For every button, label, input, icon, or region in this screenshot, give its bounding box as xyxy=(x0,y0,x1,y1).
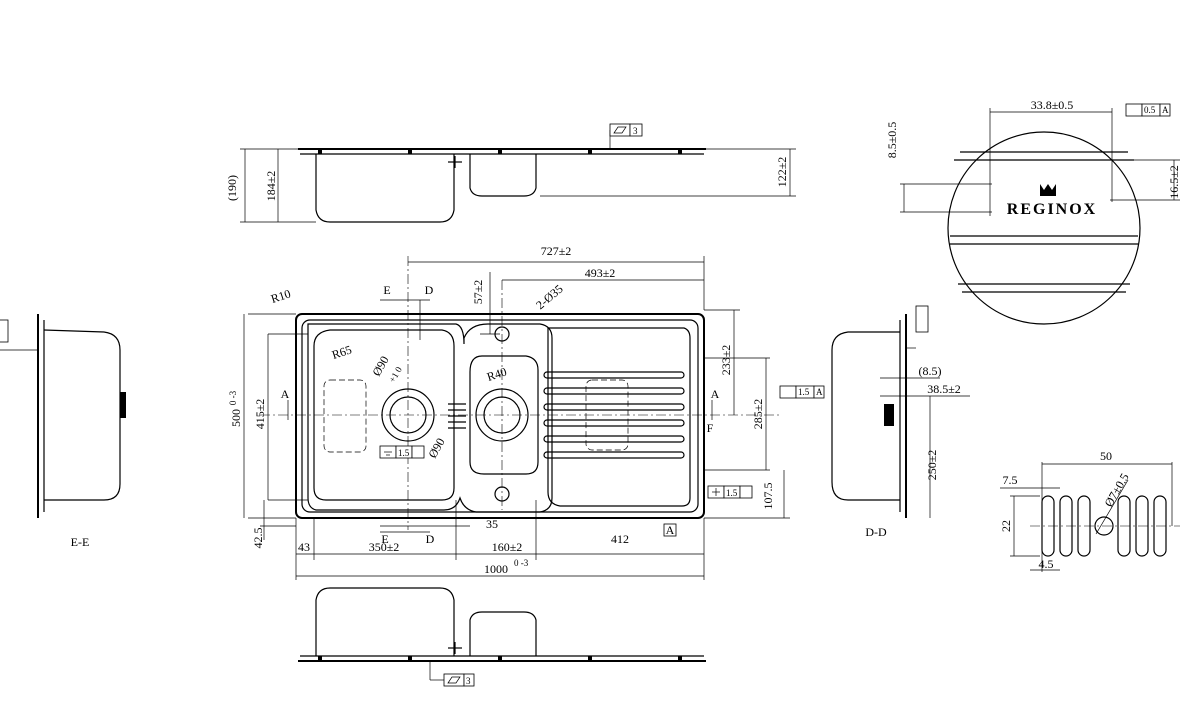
dim-233: 233±2 xyxy=(719,345,733,376)
section-mark-e-bottom: E xyxy=(381,532,388,546)
detail-slots-view: 50 7.5 22 4.5 Ø7±0.5 xyxy=(999,449,1180,572)
dim-415: 415±2 xyxy=(253,399,267,430)
hole-dia-7: Ø7±0.5 xyxy=(1101,471,1131,509)
dim-1000: 1000 xyxy=(484,562,508,576)
dim-500: 500 xyxy=(229,409,243,427)
dim-1000-tol: 0 -3 xyxy=(514,558,529,568)
dim-depth-184: 184±2 xyxy=(264,171,278,202)
crown-icon xyxy=(1040,184,1056,196)
dim-7-5: 7.5 xyxy=(1003,473,1018,487)
flatness-value-bottom: 3 xyxy=(466,676,471,686)
dim-50: 50 xyxy=(1100,449,1112,463)
dim-43: 43 xyxy=(298,540,310,554)
dim-250: 250±2 xyxy=(925,450,939,481)
top-elevation-view: (190) 184±2 122±2 3 xyxy=(225,123,796,223)
flatness-value-logo: 0.5 xyxy=(1144,105,1156,115)
dim-285: 285±2 xyxy=(751,399,765,430)
dim-493: 493±2 xyxy=(585,266,616,280)
dim-160: 160±2 xyxy=(492,540,523,554)
dim-107: 107.5 xyxy=(761,483,775,510)
waste-large-tol: +1 0 xyxy=(387,364,404,384)
datum-a-frame xyxy=(663,523,677,537)
flatness-value-top: 3 xyxy=(633,126,638,136)
dim-500-tol: 0 -3 xyxy=(228,390,238,405)
dim-16-5: 16.5±2 xyxy=(1167,165,1181,199)
dim-depth-122: 122±2 xyxy=(775,157,789,188)
flatness-frame-dd-datum xyxy=(779,385,825,399)
flatness-frame-bottom xyxy=(443,673,475,687)
dim-727: 727±2 xyxy=(541,244,572,258)
dim-8-5-section: (8.5) xyxy=(919,364,942,378)
dim-350: 350±2 xyxy=(369,540,400,554)
flatness-value-plan: 1.5 xyxy=(398,448,410,458)
detail-logo-view: REGINOX 33.8±0.5 8.5±0.5 16.5±2 0.5 A xyxy=(885,98,1181,325)
flatness-frame-dd xyxy=(915,305,929,333)
dim-42: 42.5 xyxy=(251,528,265,549)
datum-a-dd: A xyxy=(816,387,823,397)
dim-33-8: 33.8±0.5 xyxy=(1031,98,1074,112)
section-d-d-view: D-D (8.5) 38.5±2 250±2 1.5 A xyxy=(779,305,970,539)
datum-a-logo: A xyxy=(1162,105,1169,115)
flatness-frame-ee xyxy=(0,319,9,343)
section-mark-d-top: D xyxy=(425,283,434,297)
section-mark-e-top: E xyxy=(383,283,390,297)
perpendicular-frame-plan xyxy=(707,485,753,499)
dim-38-5: 38.5±2 xyxy=(927,382,961,396)
dim-35: 35 xyxy=(486,517,498,531)
section-mark-a-right: A xyxy=(711,387,720,401)
dim-depth-190: (190) xyxy=(225,175,239,201)
datum-a: A xyxy=(666,523,675,537)
bottom-elevation-view: 3 xyxy=(298,587,706,687)
flatness-value-dd: 1.5 xyxy=(798,387,810,397)
section-mark-d-bottom: D xyxy=(426,532,435,546)
dim-22: 22 xyxy=(999,520,1013,532)
radius-r10: R10 xyxy=(269,286,292,305)
plan-view: 727±2 493±2 57±2 2-Ø35 R10 R65 R40 Ø90 +… xyxy=(228,244,790,580)
waste-small-dia: Ø90 xyxy=(425,436,447,461)
dim-412: 412 xyxy=(611,532,629,546)
label-d-d: D-D xyxy=(865,525,887,539)
holes-2x35: 2-Ø35 xyxy=(533,282,565,312)
label-e-e: E-E xyxy=(71,535,90,549)
dim-8-5-logo: 8.5±0.5 xyxy=(885,122,899,159)
section-mark-a-left: A xyxy=(281,387,290,401)
dim-57: 57±2 xyxy=(471,280,485,305)
flatness-frame-logo xyxy=(1125,103,1171,117)
brand-reginox: REGINOX xyxy=(1007,201,1097,218)
section-e-e-view: E-E xyxy=(0,314,126,549)
label-f: F xyxy=(707,421,714,435)
flatness-frame-top xyxy=(609,123,643,137)
radius-r65: R65 xyxy=(330,342,353,361)
radius-r40: R40 xyxy=(485,364,508,383)
dim-4-5: 4.5 xyxy=(1039,557,1054,571)
perpendicular-value-plan: 1.5 xyxy=(726,488,738,498)
